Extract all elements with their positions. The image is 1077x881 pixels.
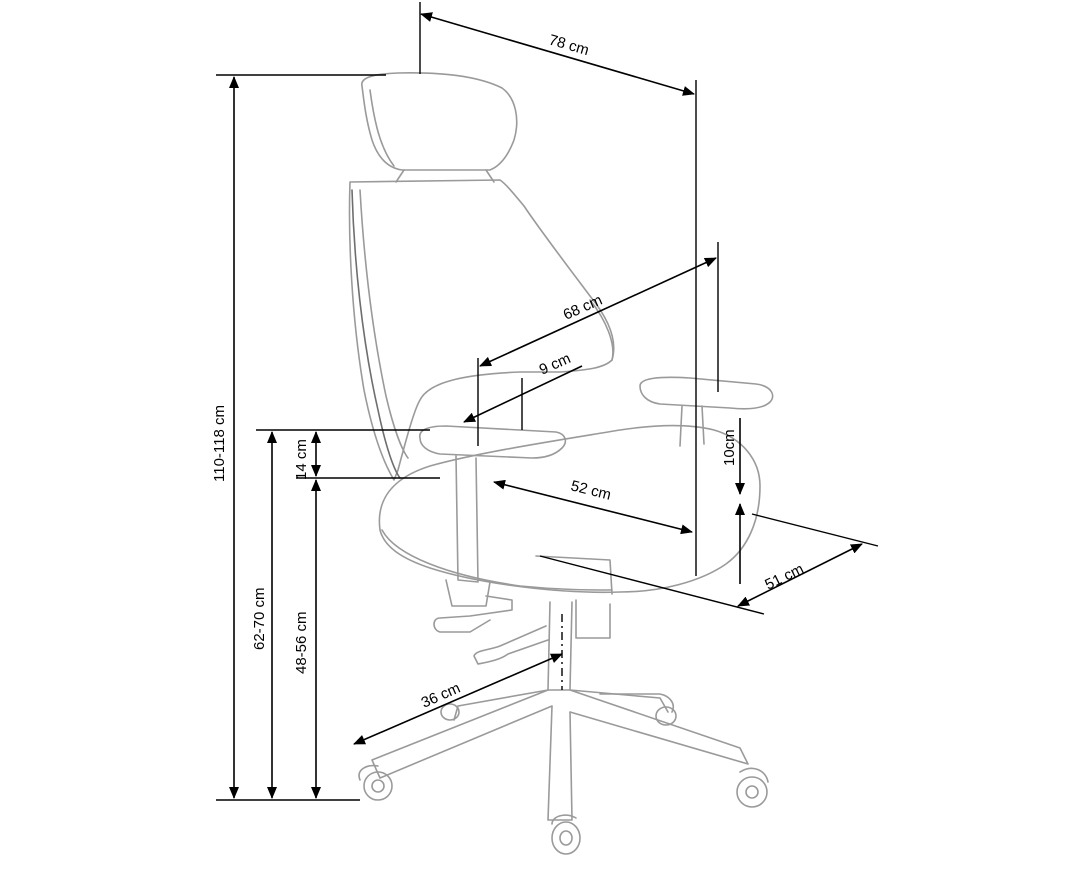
seat-shape (378, 424, 761, 594)
caster-back-right (655, 706, 677, 726)
label-14: 14 cm (293, 439, 310, 480)
dim-line-51 (737, 543, 863, 607)
dim-line-68 (479, 257, 717, 367)
label-78: 78 cm (547, 32, 591, 60)
caster-left (358, 764, 393, 801)
dimension-labels: 78 cm 110-118 cm 68 cm 9 cm 14 cm 62-70 … (211, 32, 806, 712)
gas-lift (547, 601, 573, 691)
backrest-shape (348, 179, 615, 481)
dim-line-52 (493, 479, 693, 535)
dim-line-36 (353, 653, 563, 745)
right-armrest-pad (639, 376, 774, 410)
label-110-118: 110-118 cm (211, 405, 228, 482)
star-base (371, 689, 749, 821)
label-52: 52 cm (569, 477, 613, 503)
label-62-70: 62-70 cm (251, 587, 268, 650)
label-51: 51 cm (762, 560, 806, 593)
label-48-56: 48-56 cm (293, 611, 310, 674)
caster-right (736, 767, 769, 808)
left-armrest-pad (419, 425, 567, 459)
caster-front (551, 814, 581, 855)
headrest-shape (361, 72, 518, 171)
label-9: 9 cm (537, 350, 574, 379)
chair-outline (348, 72, 774, 855)
dimension-lines (216, 2, 879, 801)
dim-line-9 (463, 365, 583, 423)
label-10: 10cm (721, 429, 738, 466)
dim-line-78 (420, 12, 695, 96)
